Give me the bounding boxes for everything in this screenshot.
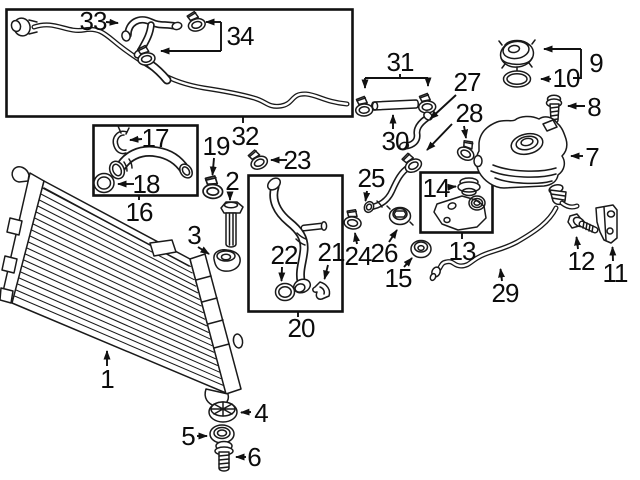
upper-hose-16-drawing xyxy=(108,145,193,180)
vent-hose-25-drawing xyxy=(363,163,413,214)
clamp-31a-drawing xyxy=(354,95,374,118)
clamp-24-drawing xyxy=(342,207,364,231)
tank-outlet-valve-drawing xyxy=(548,183,580,210)
inset-box-hose-assembly xyxy=(5,8,354,118)
cap-seal-10-drawing xyxy=(502,70,532,88)
flange-26-drawing xyxy=(386,205,414,226)
spring-clamp-17-drawing xyxy=(112,125,130,155)
overflow-pipe-assembly-drawing xyxy=(10,17,350,109)
tank-bracket-14-drawing xyxy=(433,177,487,231)
inset-box-bracket xyxy=(419,171,494,234)
inset-box-upper-hose xyxy=(92,124,199,197)
connector-hose-30-drawing xyxy=(371,99,419,111)
grommet-5-drawing xyxy=(209,424,235,444)
bolt-12-drawing xyxy=(567,213,599,234)
bolt-6-drawing xyxy=(214,440,234,472)
reservoir-cap-9-drawing xyxy=(498,39,536,72)
clamp-19-drawing xyxy=(201,174,225,200)
lower-mount-4-drawing xyxy=(208,401,238,423)
clamp-34a-drawing xyxy=(184,8,208,34)
inset-box-lower-hose xyxy=(247,174,344,313)
o-ring-18-drawing xyxy=(93,172,115,194)
callout-leaders xyxy=(103,18,617,461)
o-ring-22-drawing xyxy=(274,282,296,302)
bracket-11-drawing xyxy=(595,204,618,244)
expansion-tank-7-drawing xyxy=(473,115,568,189)
clamp-31b-drawing xyxy=(417,92,437,115)
wire-clamp-21-drawing xyxy=(312,281,331,300)
elbow-hose-27-drawing xyxy=(398,111,433,151)
clamp-23-drawing xyxy=(245,146,271,173)
radiator-mount-3-drawing xyxy=(213,249,241,272)
radiator-drawing xyxy=(0,166,244,416)
grommet-15-drawing xyxy=(410,239,432,259)
radiator-fins xyxy=(14,187,224,386)
lower-hose-20-drawing xyxy=(266,177,328,294)
sensor-plug-2-drawing xyxy=(220,201,244,248)
return-hose-29-drawing xyxy=(429,205,559,282)
